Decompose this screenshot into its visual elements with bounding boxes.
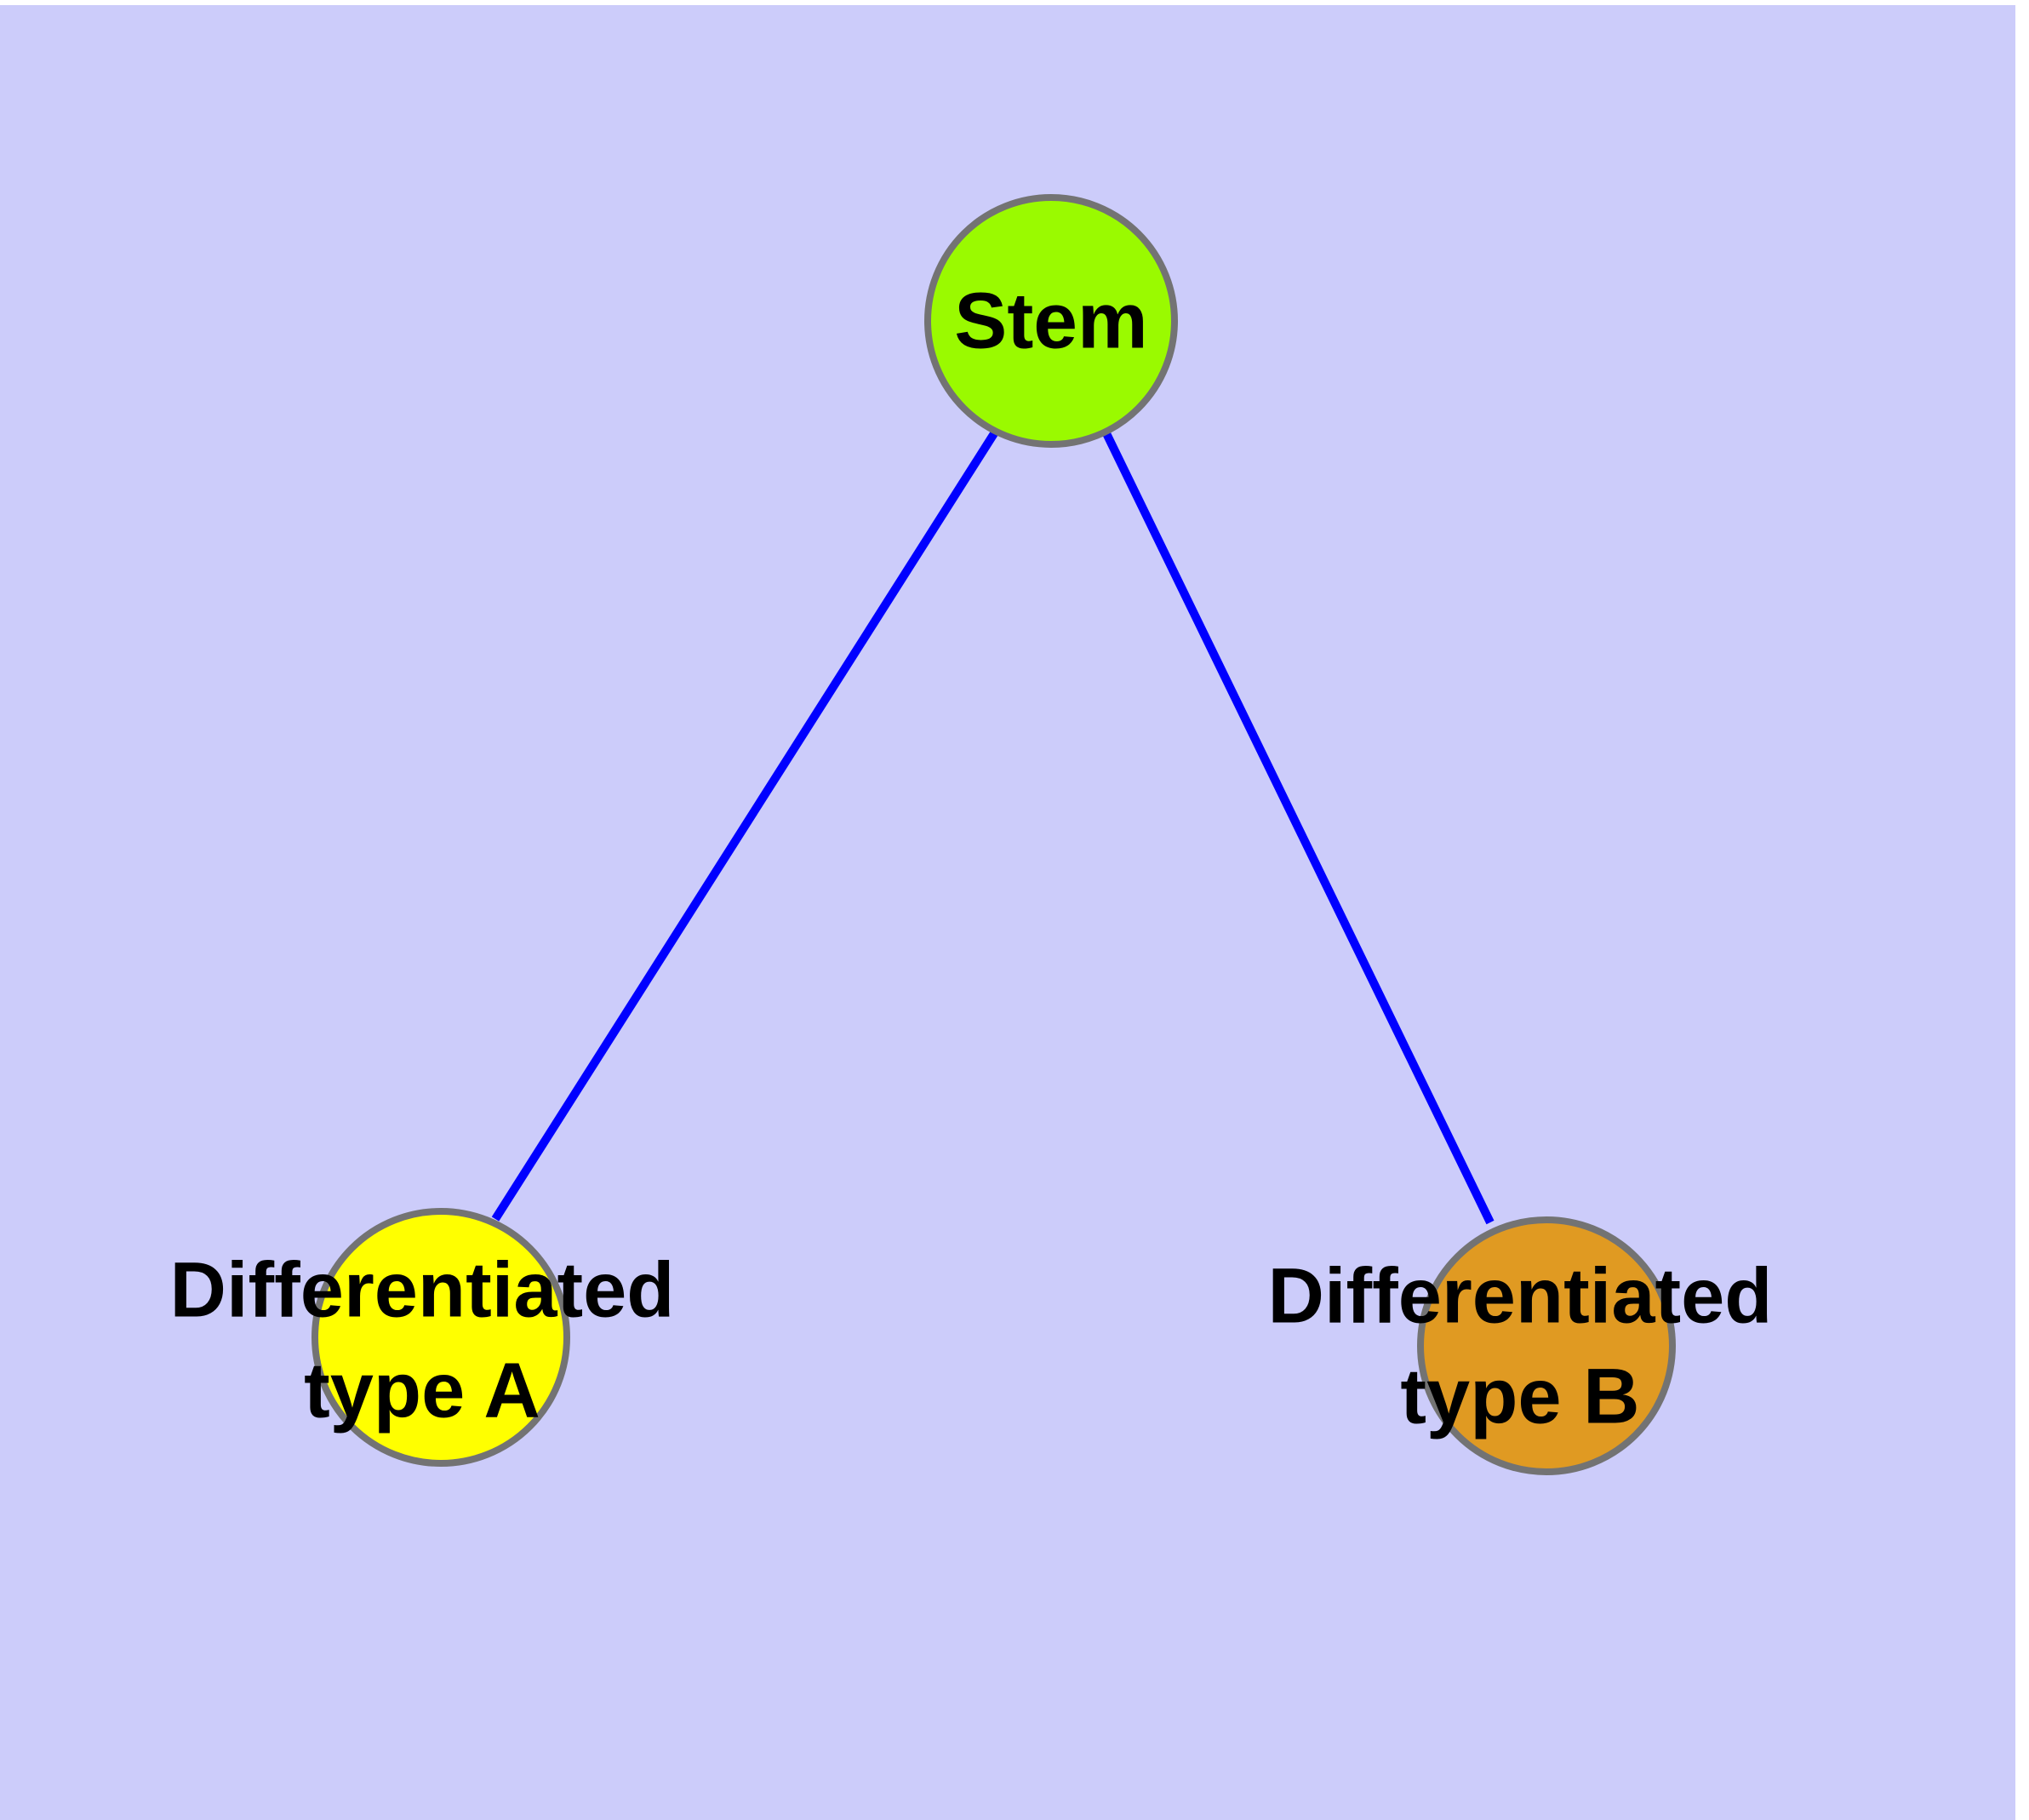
node-differentiated-type-a[interactable] xyxy=(311,1208,570,1467)
node-layer xyxy=(311,194,1676,1475)
edge-layer xyxy=(491,426,1495,1225)
graph-svg xyxy=(311,194,1676,1475)
node-stem[interactable] xyxy=(924,194,1178,448)
edge-stem-to-differentiated-type-b xyxy=(1100,426,1495,1225)
node-differentiated-type-b[interactable] xyxy=(1417,1216,1676,1475)
edge-stem-to-differentiated-type-a xyxy=(491,426,1002,1222)
